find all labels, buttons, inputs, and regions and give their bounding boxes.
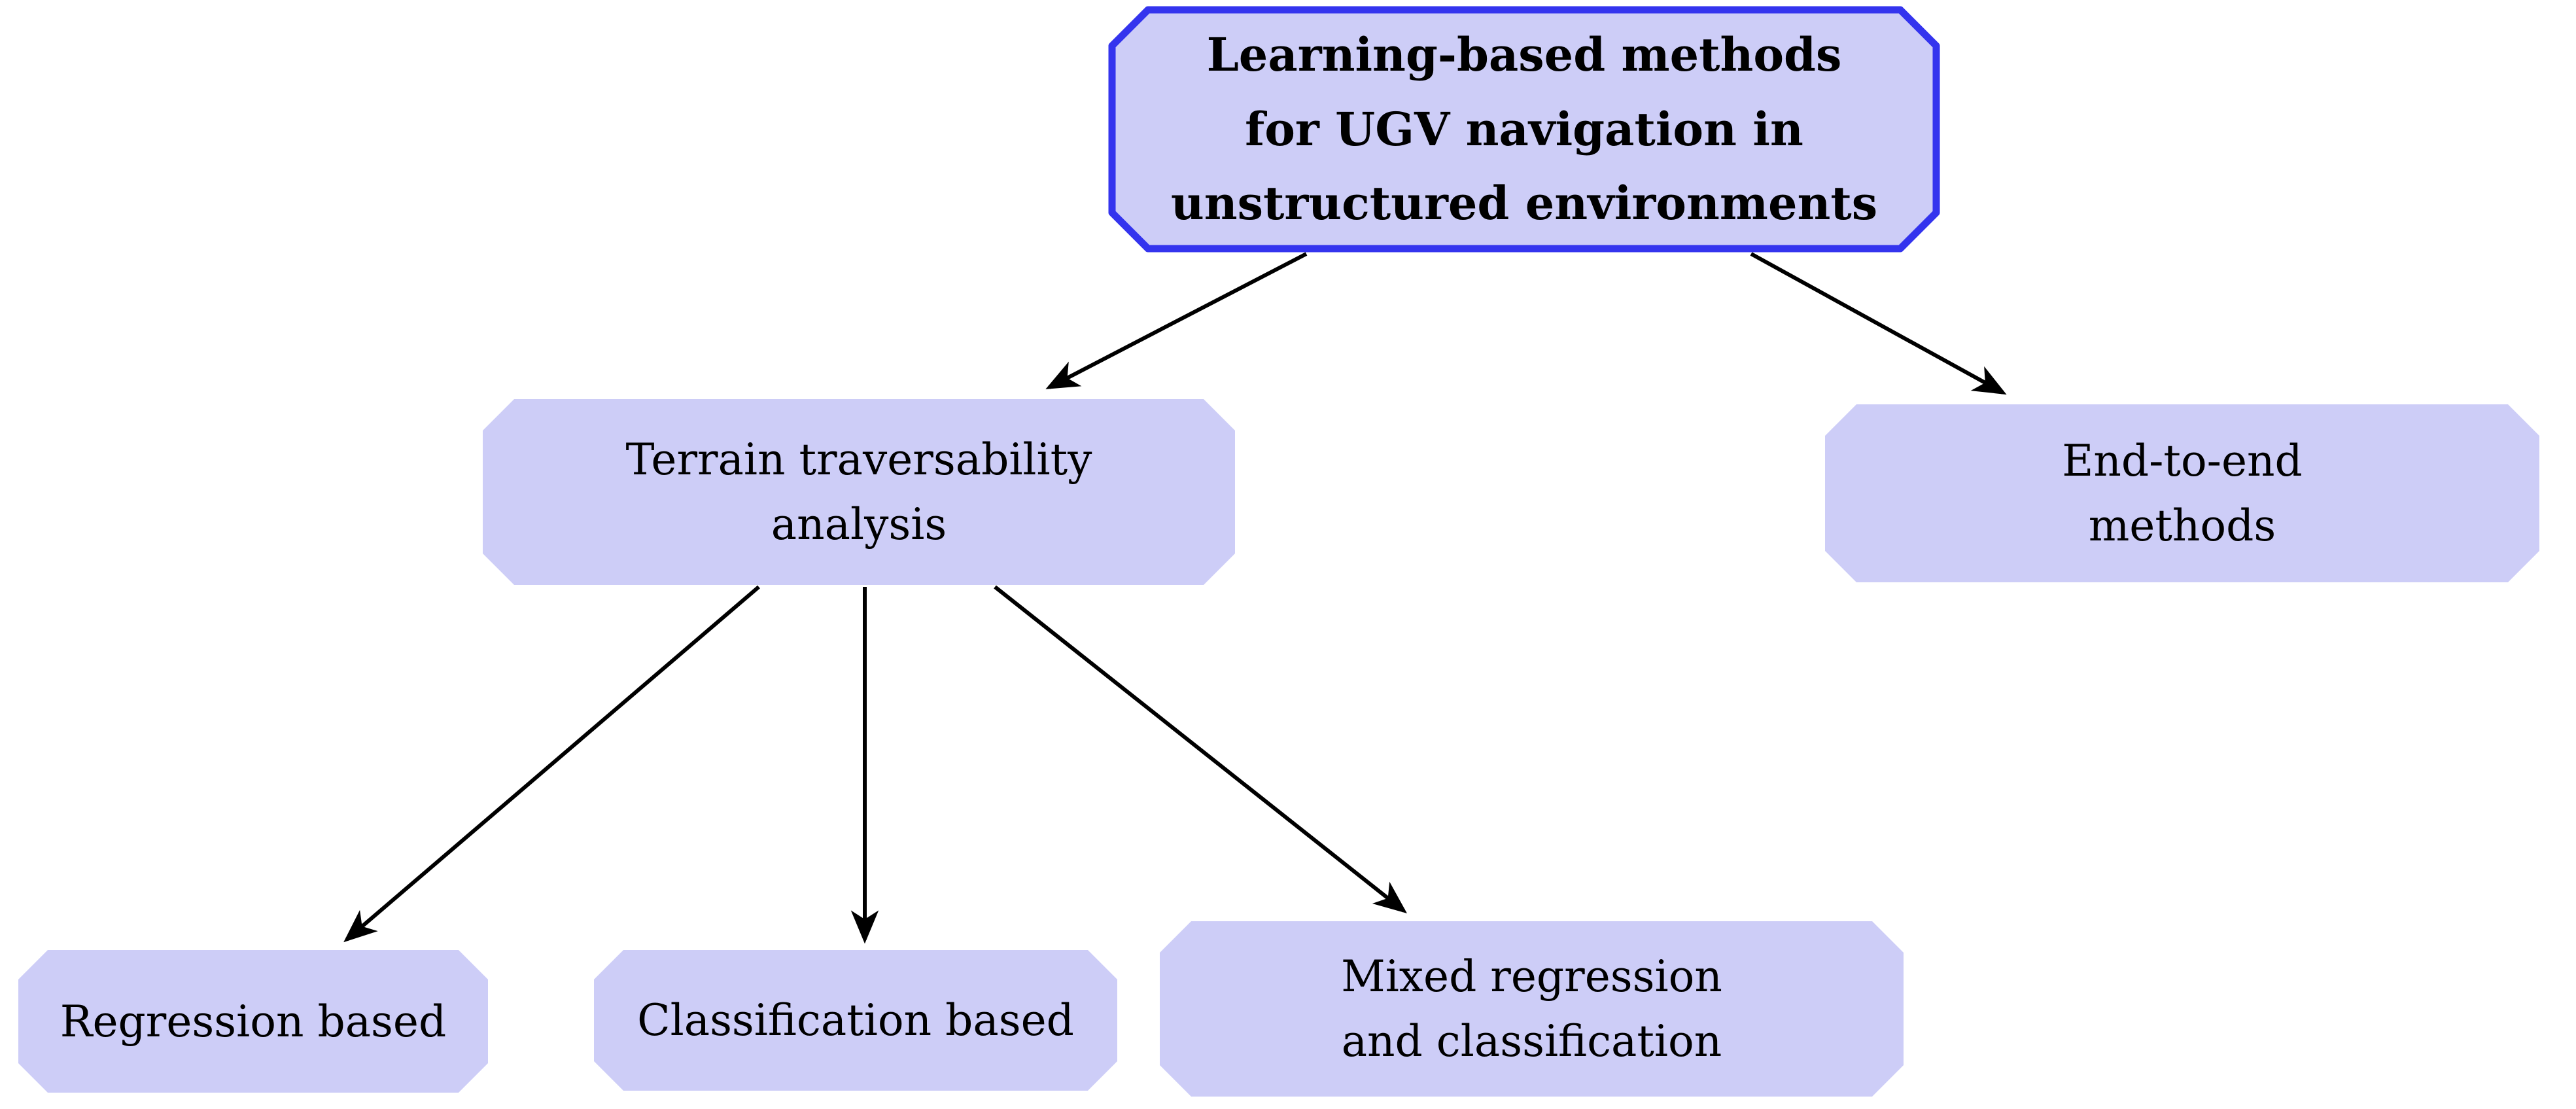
node-shape-root (1108, 6, 1940, 253)
node-shape-regression (18, 950, 488, 1093)
node-shape-mixed (1160, 921, 1904, 1097)
edge-root-terrain (1045, 252, 1308, 389)
node-label-mixed: Mixed regression and classification (1341, 951, 1722, 1066)
node-shape-terrain (483, 399, 1235, 585)
edge-terrain-mixed (994, 585, 1407, 913)
node-label-end-to-end: End-to-end methods (2062, 436, 2303, 551)
edge-root-end-to-end (1750, 252, 2007, 395)
node-label-classification: Classification based (637, 995, 1074, 1046)
node-label-regression: Regression based (60, 996, 447, 1047)
node-label-root: Learning-based methods for UGV navigatio… (1170, 27, 1878, 231)
node-shape-end-to-end (1825, 404, 2539, 582)
edge-terrain-regression (343, 585, 760, 943)
node-label-terrain: Terrain traversability analysis (625, 434, 1092, 550)
node-shape-classification (594, 950, 1117, 1091)
